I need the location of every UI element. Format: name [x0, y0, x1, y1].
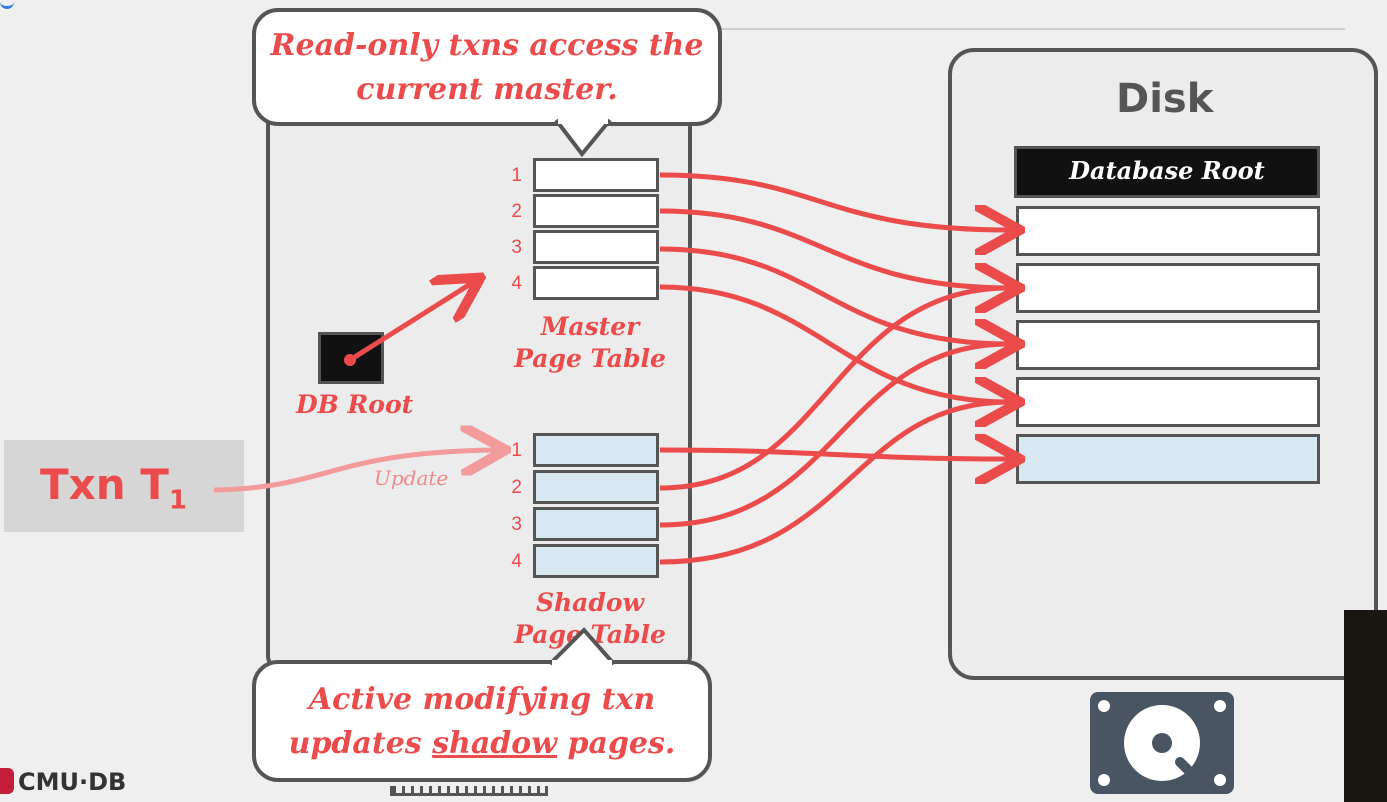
db-root-block	[318, 332, 384, 384]
shadow-index-1: 1	[511, 440, 522, 461]
callout-bottom-line-2: updates shadow pages.	[288, 726, 676, 761]
callout-active-modifying: Active modifying txn updates shadow page…	[252, 660, 712, 782]
callout-underlined-word: shadow	[432, 726, 558, 761]
master-entry-1	[533, 158, 659, 192]
callout-top-line-1: Read-only txns access the	[270, 28, 704, 63]
shadow-entry-1	[533, 433, 659, 467]
master-index-1: 1	[511, 165, 522, 186]
callout-bottom-line-1: Active modifying txn	[308, 682, 656, 717]
transaction-box	[4, 440, 244, 532]
master-index-3: 3	[511, 237, 522, 258]
shadow-index-4: 4	[511, 551, 522, 572]
callout-top-line-2: current master.	[356, 72, 618, 107]
db-root-label: DB Root	[296, 390, 414, 419]
header-rule	[700, 28, 1345, 30]
master-index-2: 2	[511, 201, 522, 222]
callout-read-only: Read-only txns access the current master…	[252, 8, 722, 126]
presenter-video	[1344, 610, 1387, 802]
callout-bottom-pointer	[548, 627, 616, 666]
cmu-db-logo: CMU·DB	[18, 768, 127, 796]
memory-chip-pins	[390, 786, 548, 796]
master-entry-4	[533, 266, 659, 300]
transaction-label: Txn T1	[40, 460, 188, 516]
callout-top-pointer	[554, 118, 612, 158]
disk-page-5-shadow	[1016, 434, 1320, 484]
shadow-index-3: 3	[511, 514, 522, 535]
shadow-entry-3	[533, 507, 659, 541]
shadow-index-2: 2	[511, 477, 522, 498]
disk-title: Disk	[1116, 76, 1214, 122]
master-entry-3	[533, 230, 659, 264]
hard-disk-icon	[1090, 692, 1234, 794]
master-entry-2	[533, 194, 659, 228]
update-label: Update	[374, 466, 449, 490]
shadow-entry-2	[533, 470, 659, 504]
master-index-4: 4	[511, 273, 522, 294]
annotation-mark	[0, 0, 14, 9]
shadow-table-label-1: Shadow	[535, 588, 645, 617]
disk-page-2	[1016, 263, 1320, 313]
cmu-db-logo-icon	[0, 768, 14, 794]
database-root-label: Database Root	[1069, 156, 1265, 185]
disk-page-3	[1016, 320, 1320, 370]
shadow-entry-4	[533, 544, 659, 578]
transaction-subscript: 1	[168, 485, 188, 516]
disk-page-4	[1016, 377, 1320, 427]
master-table-label-2: Page Table	[514, 344, 666, 373]
master-table-label-1: Master	[540, 312, 640, 341]
database-root-block	[1014, 146, 1320, 198]
disk-page-1	[1016, 206, 1320, 256]
